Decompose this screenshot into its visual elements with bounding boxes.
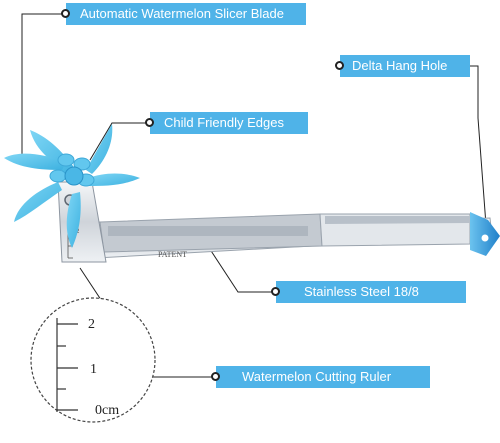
callout-steel: Stainless Steel 18/8 xyxy=(271,281,466,303)
callout-blade-label: Automatic Watermelon Slicer Blade xyxy=(80,6,284,21)
patent-mark: PATENT xyxy=(158,250,187,259)
callout-edges: Child Friendly Edges xyxy=(145,112,308,134)
callout-ruler-label: Watermelon Cutting Ruler xyxy=(242,369,392,384)
mini-ruler-label: 2 xyxy=(76,229,80,235)
ruler-magnifier: 2 1 0cm xyxy=(30,297,156,423)
slicer-body: PATENT xyxy=(91,212,500,259)
ruler-scale xyxy=(56,318,78,412)
callout-ruler: Watermelon Cutting Ruler xyxy=(211,366,430,388)
callout-hang-hole: Delta Hang Hole xyxy=(335,55,470,77)
slicer-blade xyxy=(4,124,140,248)
callout-edges-label: Child Friendly Edges xyxy=(164,115,284,130)
ruler-mark-0: 0cm xyxy=(95,403,119,418)
slicer-head: 2 xyxy=(57,181,107,263)
callout-dot-icon xyxy=(211,372,220,381)
callout-steel-label: Stainless Steel 18/8 xyxy=(304,284,419,299)
callout-hang-hole-label: Delta Hang Hole xyxy=(352,58,448,73)
callout-blade: Automatic Watermelon Slicer Blade xyxy=(61,3,306,25)
hang-hole-icon xyxy=(481,234,489,242)
callout-dot-icon xyxy=(271,287,280,296)
ruler-mark-2: 2 xyxy=(88,317,95,332)
callout-dot-icon xyxy=(61,9,70,18)
callout-dot-icon xyxy=(335,61,344,70)
end-cap xyxy=(470,212,500,256)
ruler-mark-1: 1 xyxy=(90,362,97,377)
callout-dot-icon xyxy=(145,118,154,127)
